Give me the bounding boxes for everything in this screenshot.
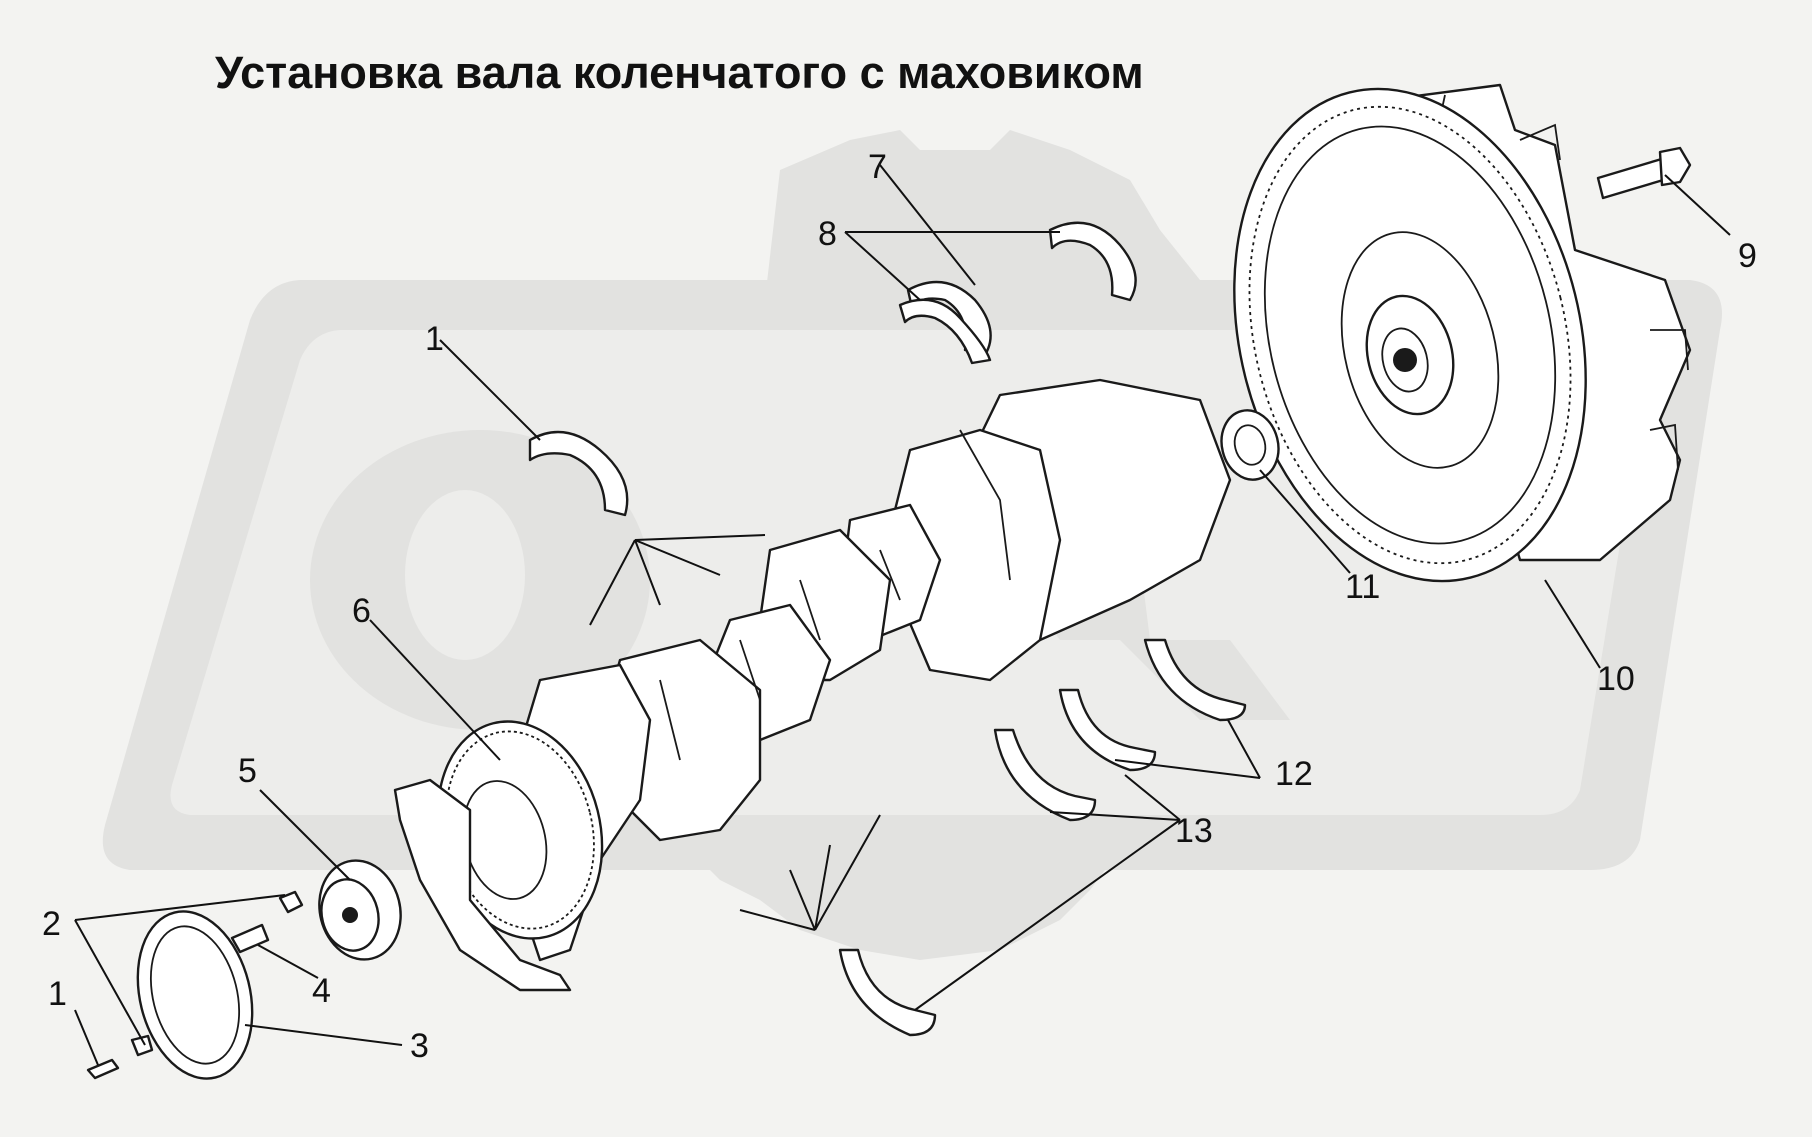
bearing-shell-top-8b: [898, 298, 992, 365]
callout-7: 7: [868, 148, 887, 186]
cotter-pin: [86, 1058, 120, 1080]
callout-9: 9: [1738, 237, 1757, 275]
callout-2: 2: [42, 905, 61, 943]
pilot-bearing: [1220, 409, 1280, 481]
bearing-shell-top-8a: [1048, 221, 1137, 302]
callout-13: 13: [1175, 812, 1213, 850]
callout-5: 5: [238, 752, 257, 790]
diagram-title: Установка вала коленчатого с маховиком: [215, 47, 1144, 98]
callout-8: 8: [818, 215, 837, 253]
flywheel: [1233, 83, 1692, 583]
callout-3: 3: [410, 1027, 429, 1065]
flywheel-bolt: [1596, 146, 1692, 200]
callout-11: 11: [1345, 568, 1380, 606]
callout-labels: 1 1 2 3 4 5 6 7 8 9 10 11 12 13: [42, 148, 1757, 1065]
bearing-shell-bottom-13c: [838, 948, 937, 1037]
callout-1-bottom: 1: [48, 975, 67, 1013]
leader-lines: [74, 164, 1731, 1066]
bearing-shell-bottom-12: [1143, 638, 1247, 722]
callout-4: 4: [312, 972, 331, 1010]
lock-plate: [136, 910, 254, 1080]
lock-washer-bottom: [130, 1034, 154, 1057]
bearing-shell-top-1: [528, 430, 629, 517]
callout-6: 6: [352, 592, 371, 630]
callout-12: 12: [1275, 755, 1313, 793]
callout-1-top: 1: [425, 320, 444, 358]
front-seal-plate: [393, 778, 572, 992]
crankshaft-hub: [318, 859, 402, 961]
lock-washer-top: [278, 890, 304, 914]
hub-bolt: [230, 923, 270, 954]
oil-direction-arrows: [589, 534, 881, 931]
callout-10: 10: [1597, 660, 1635, 698]
